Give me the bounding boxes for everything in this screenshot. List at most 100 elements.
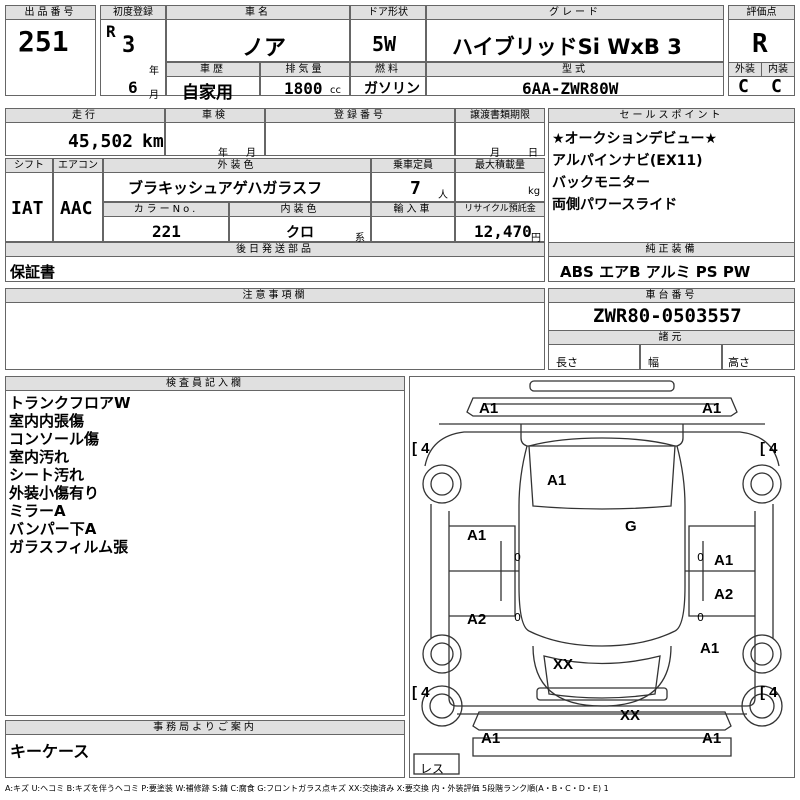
ac-header: エアコン: [53, 158, 103, 173]
insp-year: 年: [218, 148, 228, 159]
inspector-item: ガラスフィルム張: [9, 538, 129, 556]
dim-width-cell: [640, 344, 722, 370]
dmg-mark: 0: [514, 611, 521, 624]
damage-diagram-box: [409, 376, 795, 778]
inspector-item: 外装小傷有り: [9, 484, 100, 502]
office-header: 事務局よりご案内: [5, 720, 405, 735]
spare-tire-label: レス: [420, 762, 445, 776]
inspector-item: ミラーA: [9, 502, 66, 520]
dims-header: 諸元: [548, 330, 795, 345]
dim-height: 高さ: [728, 356, 750, 369]
chassis: ZWR80-0503557: [593, 305, 742, 327]
car-name-header: 車名: [166, 5, 350, 20]
later-header: 後日発送部品: [5, 242, 545, 257]
chassis-header: 車台番号: [548, 288, 795, 303]
int-color-suffix: 系: [355, 233, 365, 244]
color-no-header: カラーNo.: [103, 202, 229, 217]
int-grade: C: [771, 76, 782, 97]
dmg-mark: 0: [697, 611, 704, 624]
sales-item: バックモニター: [552, 175, 650, 191]
dmg-left-front-door: A1: [467, 527, 487, 544]
load-header: 最大積載量: [455, 158, 545, 173]
inspector-item: コンソール傷: [9, 430, 100, 448]
reg-year: 3: [122, 33, 136, 58]
first-reg-header: 初度登録: [100, 5, 166, 20]
dmg-mark: 0: [697, 551, 704, 564]
history-header: 車歴: [166, 62, 260, 77]
model: 6AA-ZWR80W: [522, 79, 619, 98]
reg-month: 6: [128, 78, 138, 97]
year-unit: 年: [149, 66, 159, 77]
sales-item: ★オークションデビュー★: [552, 131, 718, 147]
tire-bottom-right: [ 4: [760, 684, 778, 701]
mileage-unit: km: [142, 131, 164, 152]
dmg-front-left: A1: [479, 400, 499, 417]
import-header: 輸入車: [371, 202, 455, 217]
dmg-mark: 0: [514, 551, 521, 564]
reg-era: R: [106, 22, 116, 41]
genuine-header: 純正装備: [548, 242, 795, 257]
month-unit: 月: [149, 90, 159, 101]
capacity-header: 乗車定員: [371, 158, 455, 173]
notes-header: 注意事項欄: [5, 288, 545, 303]
genuine: ABS エアB アルミ PS PW: [560, 263, 751, 281]
sales-item: アルパインナビ(EX11): [552, 153, 703, 169]
dmg-back-right: A1: [702, 730, 722, 747]
inspector-item: シート汚れ: [9, 466, 85, 484]
sales-list: ★オークションデビュー★ アルパインナビ(EX11) バックモニター 両側パワー…: [552, 128, 717, 216]
history: 自家用: [182, 83, 233, 103]
int-header: 内装: [761, 62, 795, 77]
grade: ハイブリッドSi WxB 3: [452, 35, 682, 59]
recycle: 12,470: [474, 222, 532, 241]
inspector-list: トランクフロアW 室内内張傷 コンソール傷 室内汚れ シート汚れ 外装小傷有り …: [9, 394, 131, 556]
ac: AAC: [60, 198, 93, 219]
doors: 5W: [372, 32, 397, 56]
dim-width: 幅: [648, 356, 659, 369]
dim-length: 長さ: [556, 356, 578, 369]
tire-top-left: [ 4: [412, 440, 430, 457]
dmg-front-right: A1: [702, 400, 722, 417]
inspection-header: 車検: [165, 108, 265, 123]
int-color: クロ: [286, 225, 314, 241]
sales-header: セールスポイント: [548, 108, 795, 123]
lot-box: [5, 5, 96, 96]
ext-grade: C: [738, 76, 749, 97]
transfer-month: 月: [490, 148, 500, 159]
color-no: 221: [152, 222, 181, 241]
first-reg-box: [100, 5, 166, 96]
sales-box: [548, 108, 795, 256]
transfer-day: 日: [528, 148, 538, 159]
dmg-right-rear-door: A2: [714, 586, 734, 603]
inspector-item: 室内内張傷: [9, 412, 85, 430]
load-unit: kg: [528, 186, 541, 197]
model-header: 型式: [426, 62, 724, 77]
inspector-header: 検査員記入欄: [5, 376, 405, 391]
later-parts: 保証書: [10, 263, 56, 281]
mileage-header: 走行: [5, 108, 165, 123]
color: ブラキッシュアゲハガラスフ: [128, 179, 323, 197]
dmg-right-front-door: A1: [714, 552, 734, 569]
tire-bottom-left: [ 4: [412, 684, 430, 701]
int-color-header: 内装色: [229, 202, 371, 217]
inspector-item: バンパー下A: [9, 520, 97, 538]
displacement-header: 排気量: [260, 62, 350, 77]
reg-no-header: 登録番号: [265, 108, 455, 123]
mileage: 45,502: [68, 131, 134, 152]
displacement: 1800: [284, 79, 323, 98]
capacity: 7: [410, 178, 421, 199]
dmg-back-left: A1: [481, 730, 501, 747]
tire-top-right: [ 4: [760, 440, 778, 457]
recycle-unit: 円: [531, 233, 541, 244]
sales-item: 両側パワースライド: [552, 197, 678, 213]
score-header: 評価点: [728, 5, 795, 20]
capacity-unit: 人: [438, 190, 448, 201]
car-diagram: [413, 380, 783, 775]
lot-number: 251: [18, 25, 69, 58]
shift-header: シフト: [5, 158, 53, 173]
inspector-box: [5, 376, 405, 716]
color-header: 外装色: [103, 158, 371, 173]
dmg-front-glass: XX: [553, 656, 574, 673]
grade-header: グレード: [426, 5, 724, 20]
fuel: ガソリン: [364, 81, 420, 97]
dmg-roof: A1: [547, 472, 567, 489]
